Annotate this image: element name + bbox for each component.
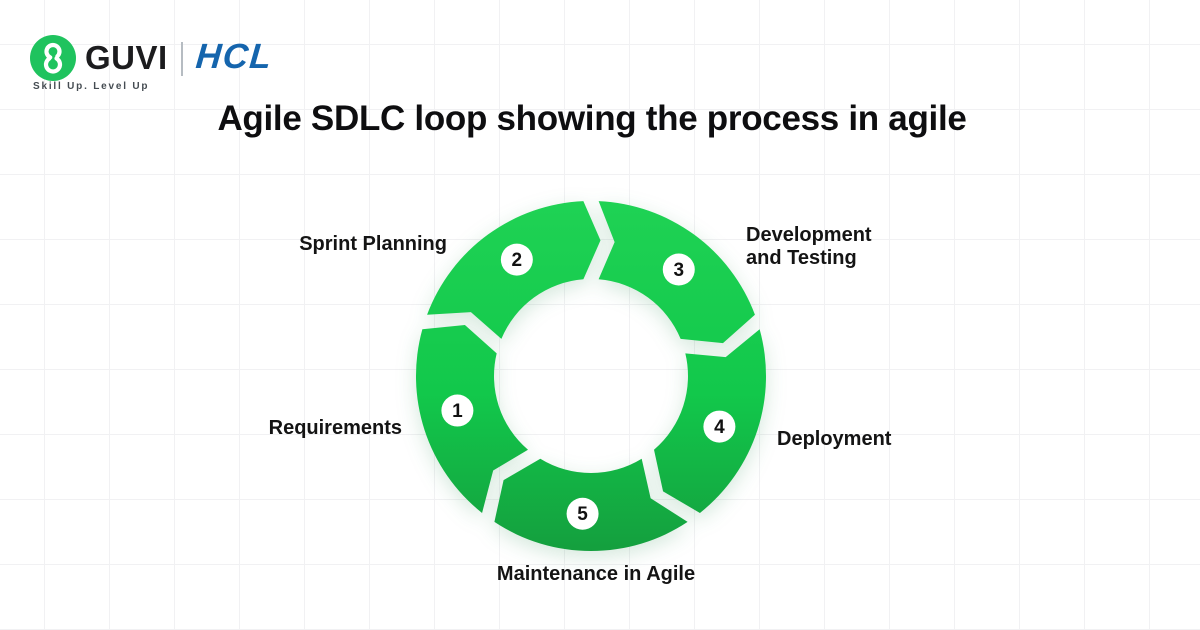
page-title: Agile SDLC loop showing the process in a… (217, 99, 967, 138)
step-label-deployment: Deployment (777, 428, 892, 450)
step-number-5: 5 (577, 504, 588, 525)
hcl-logo-text: HCL (194, 37, 274, 76)
step-number-badge-3 (662, 253, 695, 286)
step-number-2: 2 (512, 250, 523, 271)
step-label-requirements: Requirements (268, 417, 402, 439)
step-number-1: 1 (452, 401, 463, 422)
logo-divider (180, 42, 183, 76)
header-logos: GUVI HCL (30, 34, 274, 82)
cycle-ring: 3 4 5 1 2 (415, 201, 767, 552)
step-number-badge-1 (441, 394, 474, 427)
step-label-sprint-planning: Sprint Planning (299, 233, 447, 255)
agile-cycle-diagram: 3 4 5 1 2 (381, 166, 801, 586)
ring-segment-1 (415, 325, 528, 513)
step-number-badge-2 (500, 243, 533, 276)
step-number-badge-5 (566, 497, 599, 530)
step-label-development-and-testing: Development and Testing (746, 224, 872, 270)
guvi-brand-text: GUVI (85, 39, 168, 76)
guvi-logo-icon (30, 35, 76, 81)
brand-tagline: Skill Up. Level Up (33, 81, 150, 92)
step-number-badge-4 (703, 410, 736, 443)
step-number-3: 3 (673, 260, 684, 281)
step-label-maintenance-in-agile: Maintenance in Agile (496, 563, 696, 585)
step-number-4: 4 (714, 417, 725, 438)
